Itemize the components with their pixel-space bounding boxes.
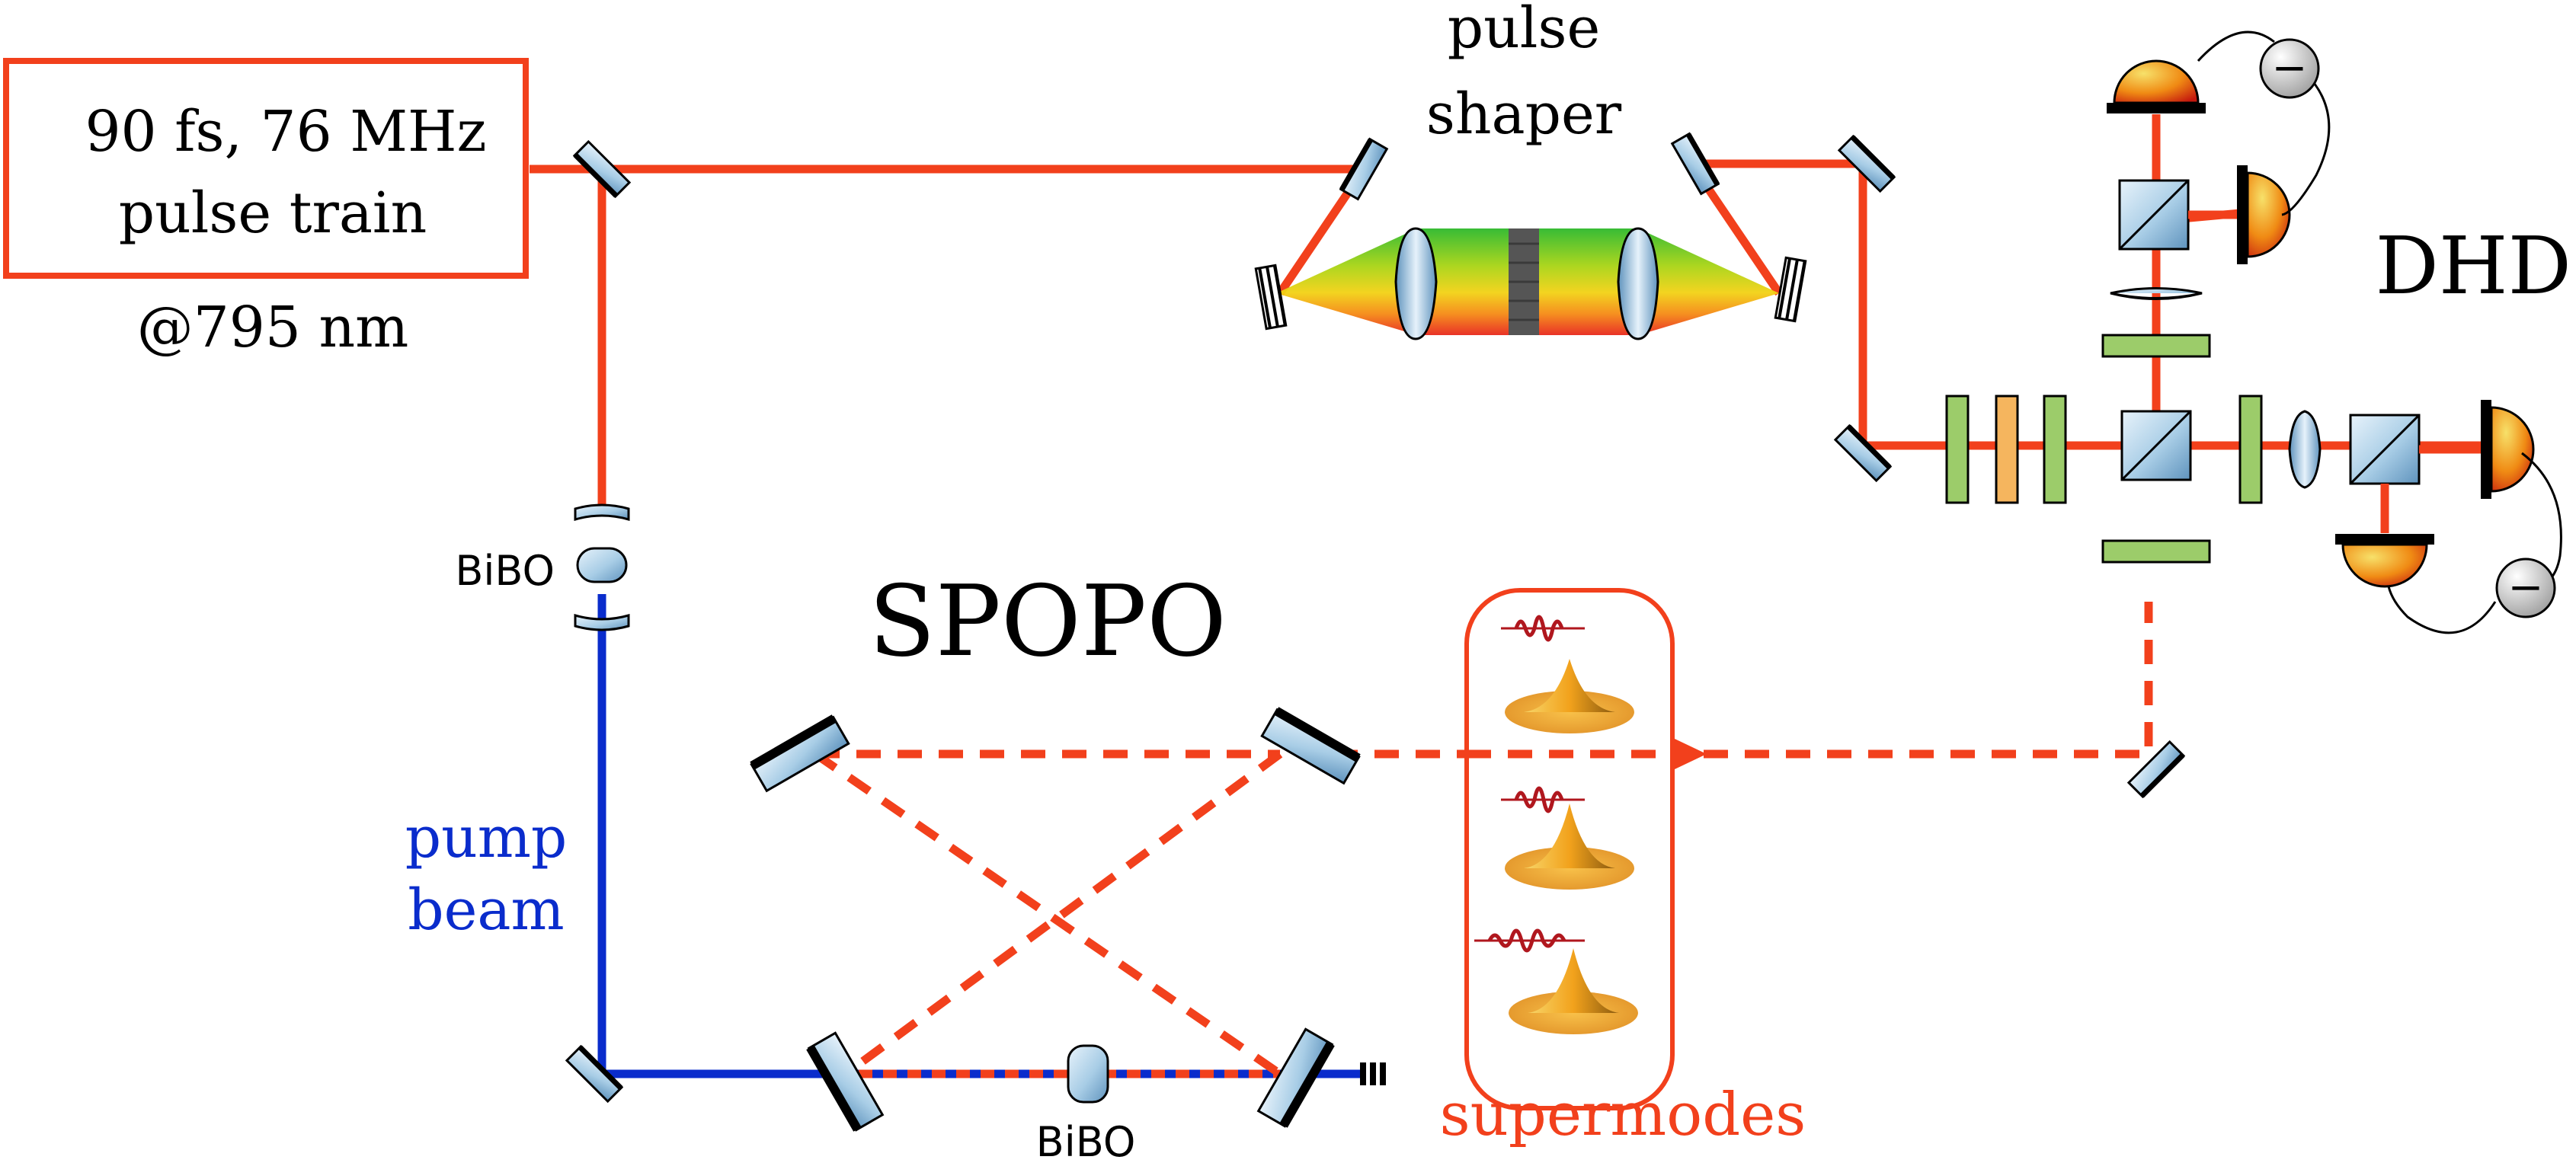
pump-label-line2: beam: [408, 877, 564, 943]
cavity-mirror-top-left: [750, 714, 850, 793]
lens-right-arm: [2288, 410, 2322, 489]
spopo-label: SPOPO: [869, 565, 1227, 679]
beam-splitter-main: [2120, 410, 2192, 481]
cavity-mirror-bottom-right: [1256, 1027, 1335, 1128]
squeezed-output-beam: [1333, 602, 2153, 759]
supermodes-label: supermodes: [1440, 1081, 1806, 1149]
laser-wavelength: @795 nm: [137, 295, 409, 360]
cavity-mirror-bottom-left: [806, 1031, 885, 1132]
subtractor-top-symbol: −: [2272, 43, 2308, 93]
laser-source-line2: pulse train: [119, 181, 427, 246]
laser-source-line1: 90 fs, 76 MHz: [85, 99, 486, 165]
photodiode-top: [2107, 59, 2206, 113]
waveplate-right-bs: [2238, 395, 2263, 504]
lens-upper-arm: [2110, 287, 2203, 300]
beam-dump: [1360, 1062, 1386, 1085]
pump-beam-path: [597, 594, 834, 1078]
minus-icon: [2495, 558, 2556, 618]
grating-left: [1254, 264, 1288, 331]
photodiode-bottom: [2335, 534, 2434, 588]
subtraction-wires: [2197, 30, 2562, 634]
waveplate-above-bs: [2101, 334, 2211, 358]
pulse-shaper-label-line2: shaper: [1426, 81, 1622, 147]
cavity-mirror-top-right: [1260, 707, 1361, 785]
mirror-signal-turn: [2126, 740, 2186, 799]
photodiode-upper-right: [2237, 165, 2291, 264]
photodiode-right: [2481, 400, 2535, 499]
supermode-3: [1474, 928, 1638, 1034]
lo-waveplates: [1945, 395, 2067, 504]
opo-crystal: [1067, 1044, 1109, 1104]
pbs-right: [2349, 414, 2421, 485]
shaper-lens-right: [1617, 227, 1659, 340]
opo-crystal-label: BiBO: [1036, 1118, 1136, 1163]
grating-right: [1774, 256, 1807, 323]
subtractor-top: −: [2259, 38, 2320, 99]
mirror-shaper-out: [1670, 132, 1720, 196]
supermode-1-pulse: [1514, 615, 1564, 642]
shg-crystal-label: BiBO: [455, 547, 555, 595]
mirror-lo-turn: [1833, 423, 1893, 483]
waveplate-below-bs: [2101, 539, 2211, 564]
shaper-lens-left: [1394, 227, 1438, 340]
output-arrow-head: [1675, 739, 1707, 769]
mirror-top-right: [1837, 134, 1896, 193]
mirror-split: [572, 139, 632, 199]
subtractor-bottom-symbol: −: [2508, 563, 2544, 612]
pulse-shaper-spectrum: [1276, 228, 1779, 335]
subtractor-bottom: −: [2495, 558, 2556, 618]
supermode-1: [1501, 615, 1634, 733]
mirror-shaper-in: [1339, 137, 1389, 201]
mirror-pump-turn: [565, 1044, 624, 1104]
laser-source-box: [3, 58, 529, 279]
minus-icon: [2259, 38, 2320, 99]
pulse-shaper-label-line1: pulse: [1448, 0, 1600, 61]
supermode-3-pulse: [1487, 928, 1566, 953]
spopo-cavity-beams: [812, 602, 2153, 1078]
pbs-upper: [2118, 179, 2190, 251]
supermode-2: [1501, 786, 1634, 890]
pump-label-line1: pump: [405, 805, 568, 871]
shg-crystal-assembly: [574, 503, 630, 631]
dhd-label: DHD: [2376, 219, 2571, 312]
supermode-2-pulse: [1514, 786, 1564, 813]
